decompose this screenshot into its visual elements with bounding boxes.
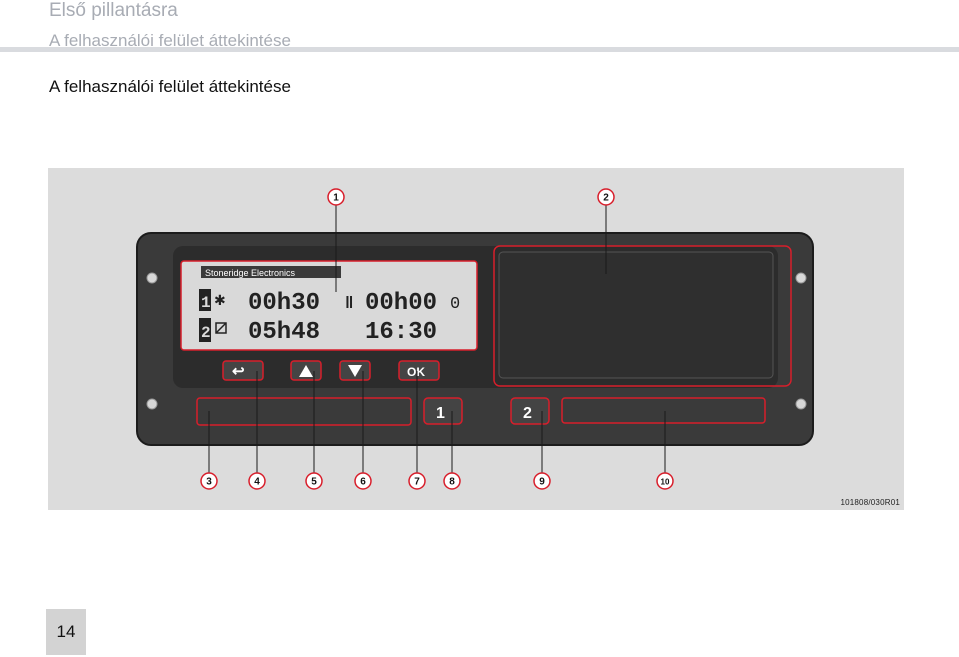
callout-label: 8 — [449, 477, 455, 488]
break-time: 00h00 — [365, 290, 437, 317]
ok-label: OK — [407, 365, 425, 379]
callout-9: 9 — [533, 472, 551, 490]
callout-10: 10 — [656, 472, 674, 490]
back-button[interactable]: ↩ — [222, 360, 264, 381]
slot2-label: 2 — [523, 405, 532, 422]
tachograph-illustration: Stoneridge Electronics 1 ✱ 00h30 ‖ 00h00… — [136, 188, 814, 490]
printer-slot — [561, 397, 766, 424]
callout-label: 5 — [311, 477, 317, 488]
callout-label: 7 — [414, 477, 420, 488]
lcd-display — [180, 260, 478, 351]
callout-label: 1 — [333, 193, 339, 204]
drive-activity-icon: ✱ — [214, 292, 226, 308]
callout-4: 4 — [248, 472, 266, 490]
driver1-number: 1 — [201, 294, 211, 312]
callout-lines — [208, 205, 666, 473]
printer-cover — [498, 251, 774, 379]
callout-1: 1 — [327, 188, 345, 206]
screw-icons — [146, 272, 807, 410]
section-title: Első pillantásra — [49, 0, 178, 21]
break-icon: ‖ — [345, 293, 353, 312]
callout-label: 2 — [603, 193, 609, 204]
availability-icon — [215, 322, 227, 334]
clock-time: 16:30 — [365, 319, 437, 346]
brand-label: Stoneridge Electronics — [205, 268, 296, 278]
down-button[interactable] — [339, 360, 371, 381]
callout-3: 3 — [200, 472, 218, 490]
extra-indicator: 0 — [450, 295, 460, 314]
page-number: 14 — [46, 609, 86, 655]
tachograph-figure: Stoneridge Electronics 1 ✱ 00h30 ‖ 00h00… — [48, 168, 904, 510]
vehicle-interface-slot — [196, 397, 412, 426]
card-slot-1-button[interactable]: 1 — [423, 397, 463, 425]
section-subtitle: A felhasználói felület áttekintése — [49, 31, 291, 50]
callout-5: 5 — [305, 472, 323, 490]
printer-area — [493, 245, 792, 387]
figure-id: 101808/030R01 — [840, 498, 900, 507]
callout-6: 6 — [354, 472, 372, 490]
callout-label: 10 — [661, 478, 670, 487]
slot1-label: 1 — [436, 405, 445, 422]
page-heading: A felhasználói felület áttekintése — [49, 77, 291, 96]
callout-8: 8 — [443, 472, 461, 490]
callout-label: 3 — [206, 477, 212, 488]
back-icon: ↩ — [232, 363, 245, 380]
driver1-marker — [199, 289, 211, 311]
driving-time: 00h30 — [248, 290, 320, 317]
brand-strip — [201, 266, 341, 278]
callout-label: 4 — [254, 477, 260, 488]
down-arrow-icon — [348, 365, 362, 377]
up-arrow-icon — [299, 365, 313, 377]
total-time: 05h48 — [248, 319, 320, 346]
card-slot-2-button[interactable]: 2 — [510, 397, 550, 425]
callout-7: 7 — [408, 472, 426, 490]
up-button[interactable] — [290, 360, 322, 381]
driver2-number: 2 — [201, 324, 211, 342]
driver2-marker — [199, 318, 211, 342]
callout-2: 2 — [597, 188, 615, 206]
callout-label: 9 — [539, 477, 545, 488]
callout-label: 6 — [360, 477, 366, 488]
ok-button[interactable]: OK — [398, 360, 440, 381]
header-divider — [0, 47, 959, 52]
